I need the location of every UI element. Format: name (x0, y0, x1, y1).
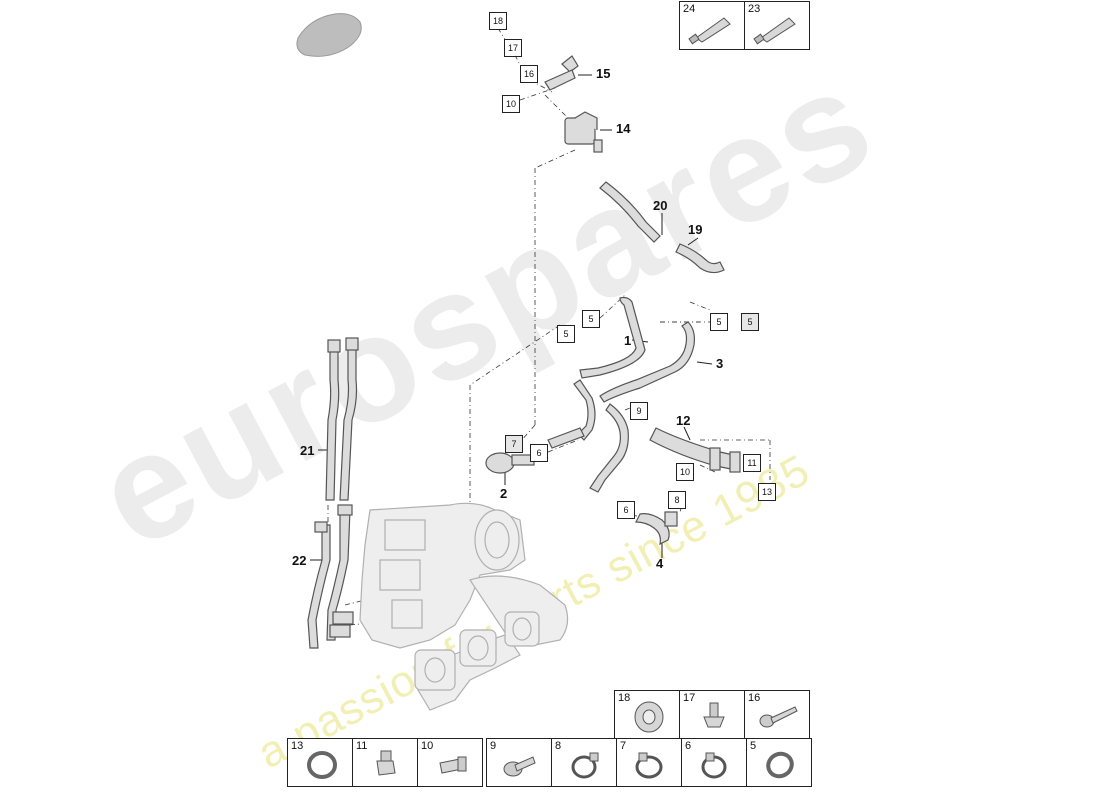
callout-4: 4 (656, 556, 664, 571)
box-label-11: 11 (743, 454, 761, 472)
callout-1: 1 (624, 333, 632, 348)
box-label-8: 8 (668, 491, 686, 509)
callout-2: 2 (500, 486, 508, 501)
box-label-7: 7 (505, 435, 523, 453)
legend-item-7[interactable]: 7 (616, 738, 682, 787)
legend-item-18[interactable]: 18 (614, 690, 680, 739)
box-label-5: 5 (582, 310, 600, 328)
legend-item-9[interactable]: 9 (486, 738, 552, 787)
legend-number: 10 (421, 740, 434, 752)
bleed-screw-icon (703, 702, 725, 728)
legend-item-6[interactable]: 6 (681, 738, 747, 787)
legend-number: 11 (356, 740, 368, 752)
legend-item-11[interactable]: 11 (352, 738, 418, 787)
box-label-16: 16 (520, 65, 538, 83)
legend-item-23[interactable]: 23 (744, 1, 810, 50)
hose-clamp-icon (635, 752, 663, 779)
pulley-icon (634, 701, 664, 733)
sealant-tube-icon (753, 17, 796, 45)
banjo-bolt-icon (439, 756, 467, 774)
legend-item-10[interactable]: 10 (417, 738, 483, 787)
box-label-6: 6 (617, 501, 635, 519)
box-label-10: 10 (502, 95, 520, 113)
callout-21: 21 (300, 443, 315, 458)
box-label-10: 10 (676, 463, 694, 481)
callout-20: 20 (653, 198, 668, 213)
box-label-9: 9 (630, 402, 648, 420)
box-label-13: 13 (758, 483, 776, 501)
sealant-tube-icon (688, 17, 731, 45)
legend-number: 17 (683, 692, 696, 704)
box-label-18: 18 (489, 12, 507, 30)
callout-22: 22 (292, 553, 307, 568)
box-label-5: 5 (557, 325, 575, 343)
seal-ring-icon (766, 751, 794, 779)
legend-item-24[interactable]: 24 (679, 1, 745, 50)
legend-number: 7 (620, 740, 627, 752)
legend-number: 18 (618, 692, 631, 704)
callout-15: 15 (596, 66, 611, 81)
legend-item-8[interactable]: 8 (551, 738, 617, 787)
box-label-5-shaded: 5 (741, 313, 759, 331)
callout-19: 19 (688, 222, 703, 237)
hose-clamp-icon (571, 752, 599, 779)
hose-clamp-icon (701, 752, 727, 779)
callout-14: 14 (616, 121, 631, 136)
legend-number: 9 (490, 740, 497, 752)
legend-number: 24 (683, 3, 696, 15)
callout-3: 3 (716, 356, 724, 371)
legend-number: 16 (748, 692, 761, 704)
box-label-6: 6 (530, 444, 548, 462)
legend-item-5[interactable]: 5 (746, 738, 812, 787)
flange-bolt-icon (503, 756, 536, 777)
legend-item-17[interactable]: 17 (679, 690, 745, 739)
legend-number: 5 (750, 740, 757, 752)
legend-number: 6 (685, 740, 692, 752)
box-label-5: 5 (710, 313, 728, 331)
seal-ring-icon (307, 751, 337, 779)
box-label-17: 17 (504, 39, 522, 57)
legend-item-13[interactable]: 13 (287, 738, 353, 787)
turbocharger-illustration (359, 502, 569, 711)
screw-icon (759, 706, 798, 728)
callout-12: 12 (676, 413, 691, 428)
legend-number: 13 (291, 740, 304, 752)
legend-number: 8 (555, 740, 562, 752)
banjo-bolt-icon (376, 750, 396, 776)
car-thumbnail-icon (296, 13, 362, 57)
legend-item-16[interactable]: 16 (744, 690, 810, 739)
legend-number: 23 (748, 3, 761, 15)
